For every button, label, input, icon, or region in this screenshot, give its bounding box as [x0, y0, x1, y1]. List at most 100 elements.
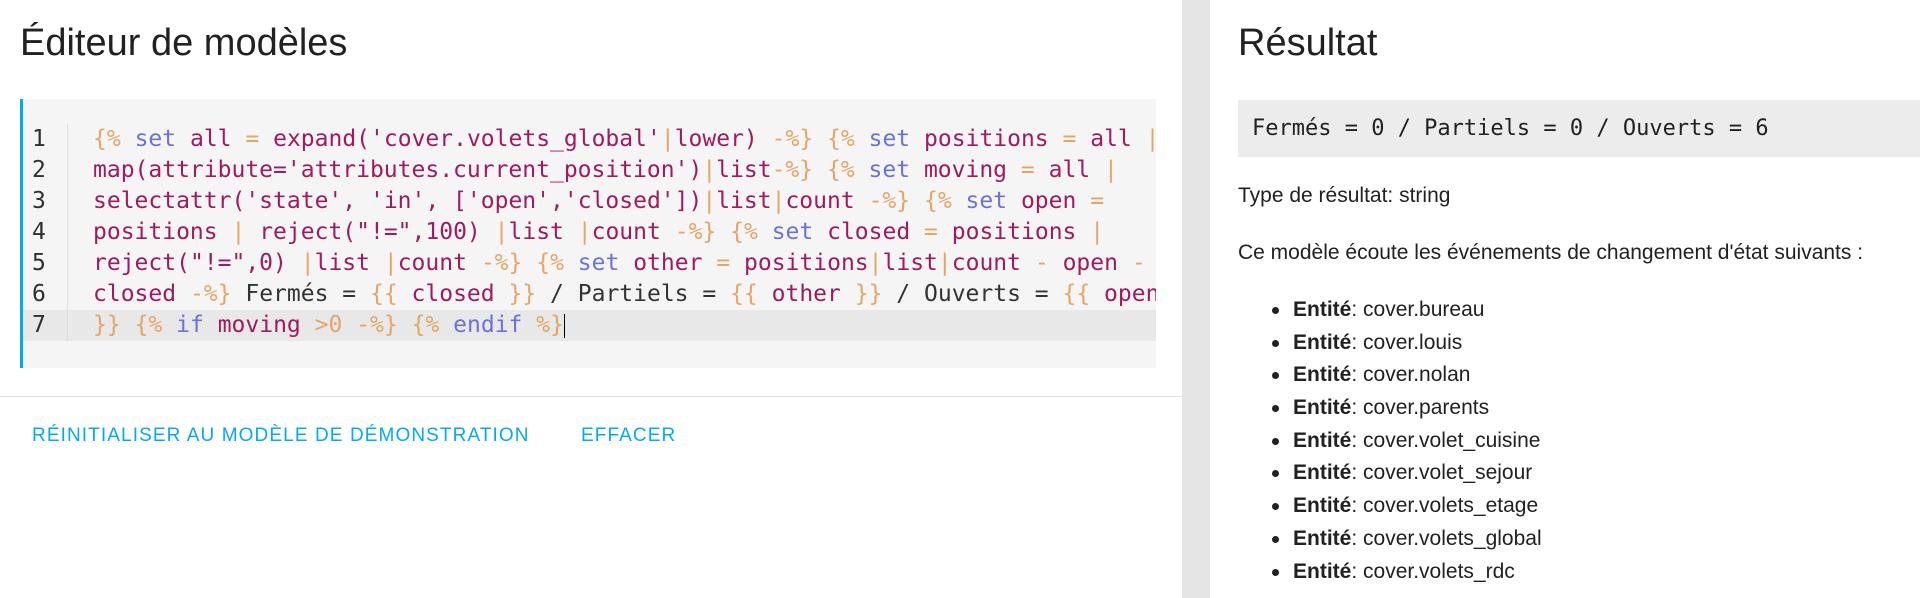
code-text[interactable]: {% set all = expand('cover.volets_global…: [93, 124, 1156, 155]
gutter-separator: [67, 186, 68, 217]
code-token: |: [300, 250, 315, 276]
code-token: =: [245, 126, 260, 152]
code-token: |: [771, 188, 786, 214]
code-token: positions: [744, 250, 869, 276]
code-text[interactable]: reject("!=",0) |list |count -%} {% set o…: [93, 248, 1156, 279]
template-editor-card: Éditeur de modèles 1{% set all = expand(…: [0, 0, 1182, 598]
code-token: -%}: [189, 281, 232, 307]
code-token: positions: [93, 219, 218, 245]
code-token: list: [716, 157, 772, 183]
code-token: [661, 219, 675, 245]
clear-button[interactable]: EFFACER: [581, 418, 676, 454]
code-token: [1118, 250, 1132, 276]
code-token: [176, 281, 190, 307]
code-token: [702, 250, 716, 276]
code-token: [287, 250, 301, 276]
code-token: if: [176, 312, 204, 338]
code-token: [342, 312, 356, 338]
code-text[interactable]: }} {% if moving >0 -%} {% endif %}: [93, 310, 1156, 341]
code-token: =: [1020, 157, 1035, 183]
code-token: [1021, 250, 1035, 276]
code-token: {%: [827, 126, 855, 152]
code-token: all: [1090, 126, 1132, 152]
code-line[interactable]: 7 }} {% if moving >0 -%} {% endif %}: [23, 310, 1156, 341]
code-token: [467, 250, 481, 276]
reset-demo-template-button[interactable]: RÉINITIALISER AU MODÈLE DE DÉMONSTRATION: [32, 418, 530, 454]
bullet-icon: [1272, 503, 1279, 511]
code-token: positions: [951, 219, 1077, 245]
code-token: count: [397, 250, 467, 276]
code-lines[interactable]: 1{% set all = expand('cover.volets_globa…: [23, 124, 1156, 341]
entity-label: Entité: [1293, 428, 1352, 452]
code-token: {%: [134, 312, 163, 338]
code-token: [522, 250, 536, 276]
code-token: set: [771, 219, 814, 245]
code-token: moving: [923, 157, 1008, 183]
code-token: >0: [314, 312, 343, 338]
entity-label: Entité: [1293, 461, 1352, 485]
list-item: Entité: cover.louis: [1238, 327, 1542, 360]
code-token: open: [1104, 281, 1156, 307]
code-token: positions: [924, 126, 1049, 152]
code-token: [162, 312, 176, 338]
gutter-separator: [67, 124, 68, 155]
code-token: {{: [730, 281, 758, 307]
code-token: 'cover.volets_global': [370, 126, 661, 152]
code-token: set: [868, 157, 911, 183]
code-token: =: [924, 219, 938, 245]
code-text[interactable]: positions | reject("!=",100) |list |coun…: [93, 217, 1156, 248]
code-token: -: [1034, 250, 1049, 276]
code-token: |: [383, 250, 398, 276]
code-token: closed: [93, 281, 177, 307]
code-token: [1049, 126, 1063, 152]
template-code-editor[interactable]: 1{% set all = expand('cover.volets_globa…: [20, 99, 1156, 368]
code-token: 'closed': [563, 188, 675, 214]
code-line[interactable]: 1{% set all = expand('cover.volets_globa…: [23, 124, 1156, 155]
code-token: {%: [93, 126, 121, 152]
entity-id: cover.volet_sejour: [1363, 461, 1533, 485]
code-token: {{: [1062, 281, 1091, 307]
code-token: [938, 219, 952, 245]
entity-label: Entité: [1293, 330, 1352, 354]
code-text[interactable]: map(attribute='attributes.current_positi…: [93, 155, 1156, 186]
code-token: -%}: [356, 312, 398, 338]
code-token: |: [660, 126, 675, 152]
code-token: [245, 219, 259, 245]
result-title: Résultat: [1238, 22, 1378, 64]
code-token: %}: [536, 312, 564, 338]
code-token: [910, 219, 924, 245]
result-card: Résultat Fermés = 0 / Partiels = 0 / Ouv…: [1210, 0, 1920, 598]
code-token: [855, 188, 869, 214]
code-token: [1090, 281, 1104, 307]
bullet-icon: [1272, 339, 1279, 347]
code-token: ,0): [245, 250, 287, 276]
code-token: set: [965, 188, 1008, 214]
code-token: list: [508, 219, 564, 245]
code-text[interactable]: closed -%} Fermés = {{ closed }} / Parti…: [93, 279, 1156, 310]
code-text[interactable]: selectattr('state', 'in', ['open','close…: [93, 186, 1156, 217]
code-token: count: [785, 188, 855, 214]
list-item: Entité: cover.volets_global: [1238, 523, 1542, 556]
code-token: other: [771, 281, 841, 307]
code-token: 'attributes.current_position': [286, 157, 689, 183]
list-item: Entité: cover.volets_rdc: [1238, 556, 1542, 589]
bullet-icon: [1272, 437, 1279, 445]
code-token: count: [951, 250, 1021, 276]
code-token: [716, 219, 730, 245]
list-item: Entité: cover.volets_etage: [1238, 490, 1542, 523]
list-item: Entité: cover.volet_sejour: [1238, 457, 1542, 490]
code-token: set: [577, 250, 620, 276]
code-token: ,: [342, 188, 370, 214]
code-token: [1007, 157, 1021, 183]
code-token: [855, 126, 869, 152]
entity-label: Entité: [1293, 298, 1352, 321]
line-number: 7: [32, 312, 46, 338]
listeners-description: Ce modèle écoute les événements de chang…: [1238, 241, 1864, 264]
code-token: reject(: [93, 250, 190, 276]
code-token: [1007, 188, 1021, 214]
